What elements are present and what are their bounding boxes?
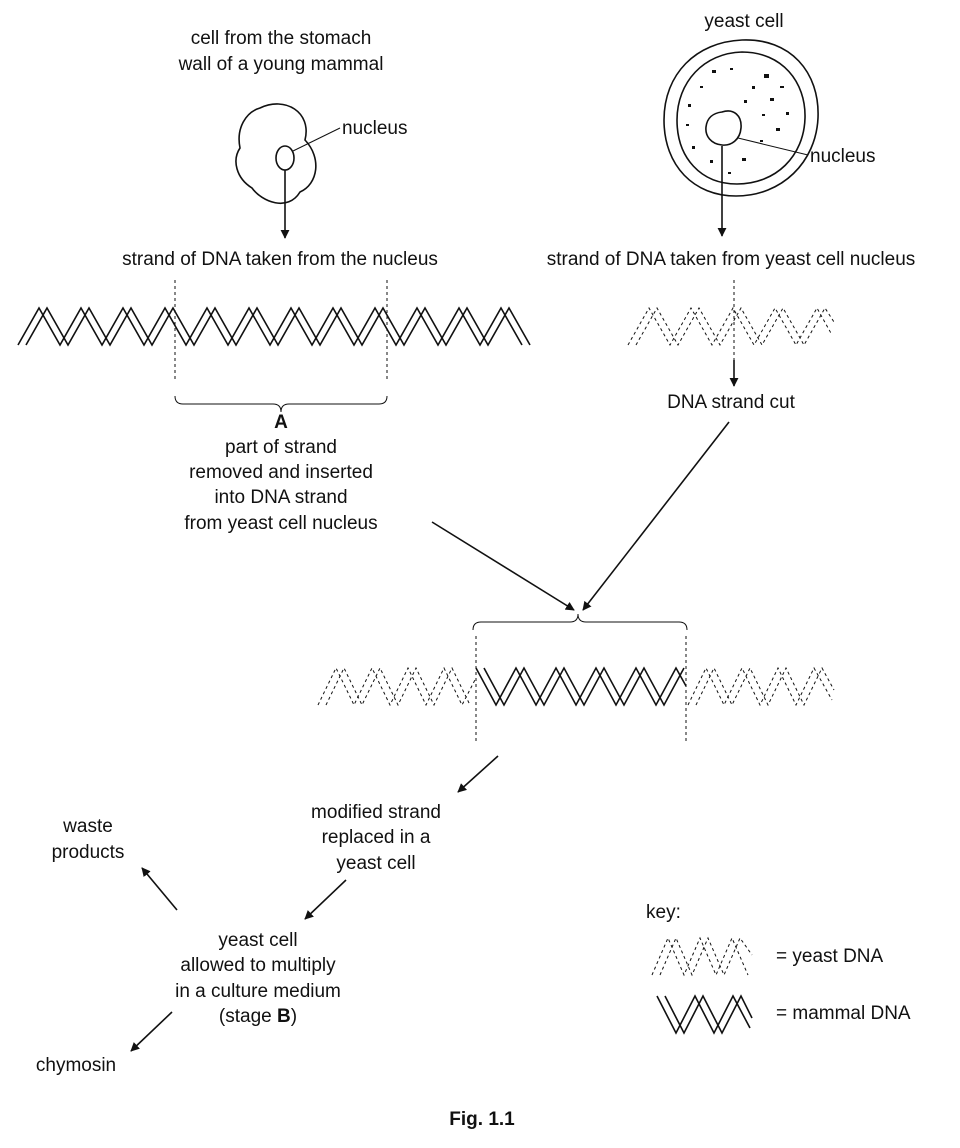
stage-b-line1: yeast cell (218, 930, 297, 951)
section-a-brace (174, 395, 388, 413)
mammal-cell-title-line2: wall of a young mammal (178, 54, 384, 75)
yeast-dna-strand (627, 306, 835, 347)
yeast-cell-wall-outer (663, 39, 819, 197)
yeast-cell-membrane (676, 51, 806, 185)
section-a-line3: into DNA strand (214, 487, 347, 508)
modified-line1: modified strand (311, 802, 441, 823)
yeast-nucleus (705, 110, 742, 146)
section-a-line2: removed and inserted (189, 462, 373, 483)
mammal-nucleus-pointer (292, 127, 341, 152)
mammal-strand-label: strand of DNA taken from the nucleus (122, 249, 438, 270)
section-a-line1: part of strand (225, 437, 337, 458)
yeast-cell-title: yeast cell (704, 11, 783, 32)
key-title: key: (646, 902, 681, 923)
waste-arrow (141, 867, 178, 911)
key-mammal-symbol (656, 994, 751, 1035)
yeast-nucleus-label: nucleus (810, 146, 876, 167)
modified-line2: replaced in a (322, 827, 431, 848)
stage-b-line3: in a culture medium (175, 981, 341, 1002)
stage-b-line2: allowed to multiply (180, 955, 336, 976)
mammal-nucleus (275, 145, 295, 171)
chymosin-arrow (130, 1011, 173, 1052)
chymosin-label: chymosin (36, 1055, 116, 1076)
section-a-line4: from yeast cell nucleus (184, 513, 377, 534)
cut-to-join-arrow (582, 421, 730, 611)
waste-line1: waste (62, 816, 113, 837)
stage-b-line4: (stage B) (219, 1006, 297, 1027)
key-mammal-label: = mammal DNA (776, 1003, 911, 1024)
yeast-nucleus-pointer (737, 137, 809, 156)
yeast-cytoplasm-granules (686, 68, 789, 174)
key-yeast-symbol (651, 936, 749, 977)
mammal-nucleus-label: nucleus (342, 118, 408, 139)
section-a-letter: A (274, 412, 288, 433)
modified-strand-arrow (457, 755, 499, 793)
key: key: = yeast DNA = mammal DNA (646, 902, 911, 1035)
yeast-strand-label: strand of DNA taken from yeast cell nucl… (547, 249, 916, 270)
mammal-cell-title-line1: cell from the stomach (191, 28, 372, 49)
yeast-cut-label: DNA strand cut (667, 392, 795, 413)
modified-line3: yeast cell (336, 853, 415, 874)
mammal-dna-strand (17, 306, 531, 347)
recombinant-dna-strand (317, 666, 835, 707)
modified-strand-brace (472, 613, 688, 631)
stage-b-letter: B (277, 1006, 291, 1027)
insert-arrow (431, 521, 575, 611)
replace-in-yeast-arrow (304, 879, 347, 920)
figure-caption: Fig. 1.1 (449, 1109, 515, 1130)
waste-line2: products (52, 842, 125, 863)
key-yeast-label: = yeast DNA (776, 946, 884, 967)
